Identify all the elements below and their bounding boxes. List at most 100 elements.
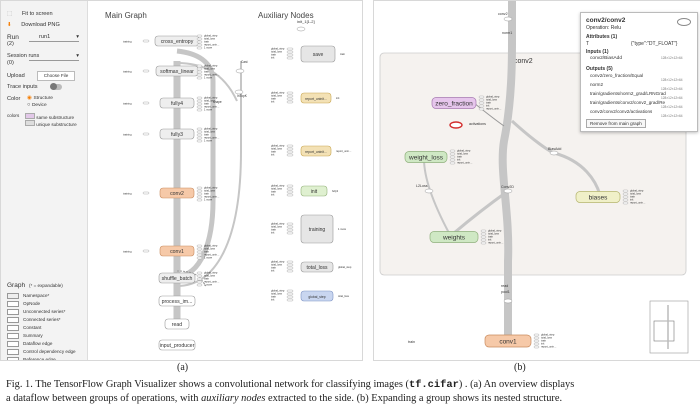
color-structure-radio[interactable]: ◉ Structure xyxy=(27,95,53,101)
choose-file-button[interactable]: Choose File xyxy=(37,71,75,81)
node-box[interactable] xyxy=(300,185,328,197)
graph-node-fully4[interactable]: fully4global_steptotal_losstrainreport_u… xyxy=(159,96,220,112)
graph-node-softmax-linear[interactable]: softmax_linearglobal_steptotal_losstrain… xyxy=(155,64,220,80)
port-icon xyxy=(142,132,150,136)
op-node-icon[interactable] xyxy=(503,298,513,304)
node-box[interactable] xyxy=(159,97,195,109)
run-select[interactable]: run1 ▾ xyxy=(29,34,79,42)
info-output-item[interactable]: train/gradients/conv2/conv2_grad/Re xyxy=(590,100,666,105)
node-box[interactable] xyxy=(158,272,196,284)
port-icon xyxy=(196,130,203,134)
color-label: Color xyxy=(7,96,21,102)
info-output-item[interactable]: conv2/zero_fraction/Equal xyxy=(590,73,644,78)
node-box[interactable] xyxy=(429,231,479,243)
dataflow-edge xyxy=(453,189,509,235)
node-label: weight_loss xyxy=(408,155,444,162)
port-icon xyxy=(196,195,203,199)
port-icon xyxy=(196,127,203,131)
port-icon xyxy=(533,342,540,346)
aux-node-training[interactable]: trainingglobal_steptotal_losstraininit1 … xyxy=(271,214,347,244)
port-icon xyxy=(196,244,203,248)
graph-node-conv1[interactable]: conv1global_steptotal_losstrainreport_un… xyxy=(159,244,220,260)
info-attr-key: T xyxy=(586,41,590,47)
port-label: report_unin... xyxy=(204,136,220,140)
info-output-item[interactable]: norm2 xyxy=(590,82,604,87)
node-box[interactable] xyxy=(164,318,190,330)
remove-from-main-graph-button[interactable]: Remove from main graph xyxy=(586,119,646,128)
fit-to-screen-button[interactable]: ⬚ Fit to screen xyxy=(7,11,53,17)
node-box[interactable] xyxy=(575,191,621,203)
trace-inputs-toggle[interactable] xyxy=(50,83,62,90)
side-label: InTopK xyxy=(237,94,248,98)
aux-node-report-uninit-[interactable]: report_uninit...global_steptotal_losstra… xyxy=(271,144,352,157)
node-box[interactable] xyxy=(300,92,332,104)
node-box[interactable] xyxy=(300,261,334,273)
port-icon xyxy=(480,232,487,236)
expanded-node-conv1[interactable]: conv1global_steptotal_losstraininitrepor… xyxy=(484,333,557,349)
info-attributes-header: Attributes (1) xyxy=(586,34,618,40)
port-label: init xyxy=(271,153,275,157)
info-input-item[interactable]: conv2/BiasAdd xyxy=(590,56,622,61)
op-node-icon[interactable] xyxy=(424,188,434,194)
port-icon xyxy=(286,190,294,194)
aux-node-global-step[interactable]: global_stepglobal_steptotal_losstrainini… xyxy=(271,289,350,302)
node-label: process_im... xyxy=(162,299,193,305)
legend-item: Summary xyxy=(7,333,43,339)
op-label: conv2 xyxy=(498,12,508,16)
node-box[interactable] xyxy=(484,334,532,348)
node-box[interactable] xyxy=(300,45,336,63)
expanded-node-biases[interactable]: biasesglobal_steptotal_losstraininitrepo… xyxy=(575,189,646,205)
node-box[interactable] xyxy=(300,214,334,244)
graph-node-fully3[interactable]: fully3global_steptotal_losstrainreport_u… xyxy=(159,127,220,143)
port-label: init xyxy=(271,56,275,60)
graph-node-process-im-[interactable]: process_im... xyxy=(158,295,196,307)
info-output-shape: 128×12×12×64 xyxy=(661,114,683,118)
session-runs-select[interactable]: ▾ xyxy=(29,53,79,61)
port-icon xyxy=(196,105,203,109)
minimap-viewport[interactable] xyxy=(653,320,675,342)
node-box[interactable] xyxy=(300,145,332,157)
op-node-icon[interactable] xyxy=(503,16,513,22)
expanded-node-zero-fraction[interactable]: zero_fractionglobal_steptotal_losstraini… xyxy=(431,95,502,111)
node-box[interactable] xyxy=(300,290,334,302)
node-label: zero_fraction xyxy=(435,101,473,108)
op-node-icon[interactable] xyxy=(503,188,513,194)
main-graph-canvas[interactable]: cross_entropyglobal_steptotal_losstrainr… xyxy=(1,1,362,360)
info-output-item[interactable]: train/gradients/norm2_grad/LRNGrad xyxy=(590,91,666,96)
graph-node-input-producer[interactable]: input_producer xyxy=(158,339,196,351)
node-box[interactable] xyxy=(404,151,448,163)
node-box[interactable] xyxy=(159,187,195,199)
port-label: global_step xyxy=(486,95,500,99)
port-icon xyxy=(286,269,294,273)
port-icon xyxy=(449,152,456,156)
port-label: total_loss xyxy=(204,67,216,71)
node-box[interactable] xyxy=(159,128,195,140)
graph-node-read[interactable]: read xyxy=(164,318,190,330)
aux-node-total-loss[interactable]: total_lossglobal_steptotal_losstraininit… xyxy=(271,260,352,273)
legend-symbol-icon xyxy=(7,293,19,299)
graph-node-cross-entropy[interactable]: cross_entropyglobal_steptotal_losstrainr… xyxy=(154,34,220,50)
node-box[interactable] xyxy=(158,339,196,351)
port-icon xyxy=(196,133,203,137)
node-box[interactable] xyxy=(431,97,477,109)
color-device-radio[interactable]: ○ Device xyxy=(27,102,47,108)
selected-op-node-icon[interactable] xyxy=(449,121,463,129)
node-box[interactable] xyxy=(159,245,195,257)
port-icon xyxy=(286,50,294,54)
graph-node-conv2[interactable]: conv2global_steptotal_losstrainreport_un… xyxy=(159,186,220,202)
op-node-icon xyxy=(296,26,306,32)
graph-node-shuffle-batch[interactable]: shuffle_batchglobal_steptotal_losstrainr… xyxy=(158,271,220,287)
op-node-icon[interactable] xyxy=(549,150,559,156)
node-box[interactable] xyxy=(158,295,196,307)
port-label: training xyxy=(123,70,132,74)
legend-item-label: Namespace* xyxy=(23,293,50,299)
download-png-button[interactable]: ⬇ Download PNG xyxy=(7,22,60,28)
aux-node-report-uninit-[interactable]: report_uninit...global_steptotal_losstra… xyxy=(271,91,340,104)
expanded-node-weights[interactable]: weightsglobal_steptotal_losstraininitrep… xyxy=(429,229,504,245)
expanded-node-weight-loss[interactable]: weight_lossglobal_steptotal_losstrainini… xyxy=(404,149,473,165)
panel-a: ⬚ Fit to screen ⬇ Download PNG Run (2) r… xyxy=(0,0,363,361)
info-output-item[interactable]: conv2/conv2/conv2/activations xyxy=(590,109,653,114)
port-label: init xyxy=(486,104,490,108)
